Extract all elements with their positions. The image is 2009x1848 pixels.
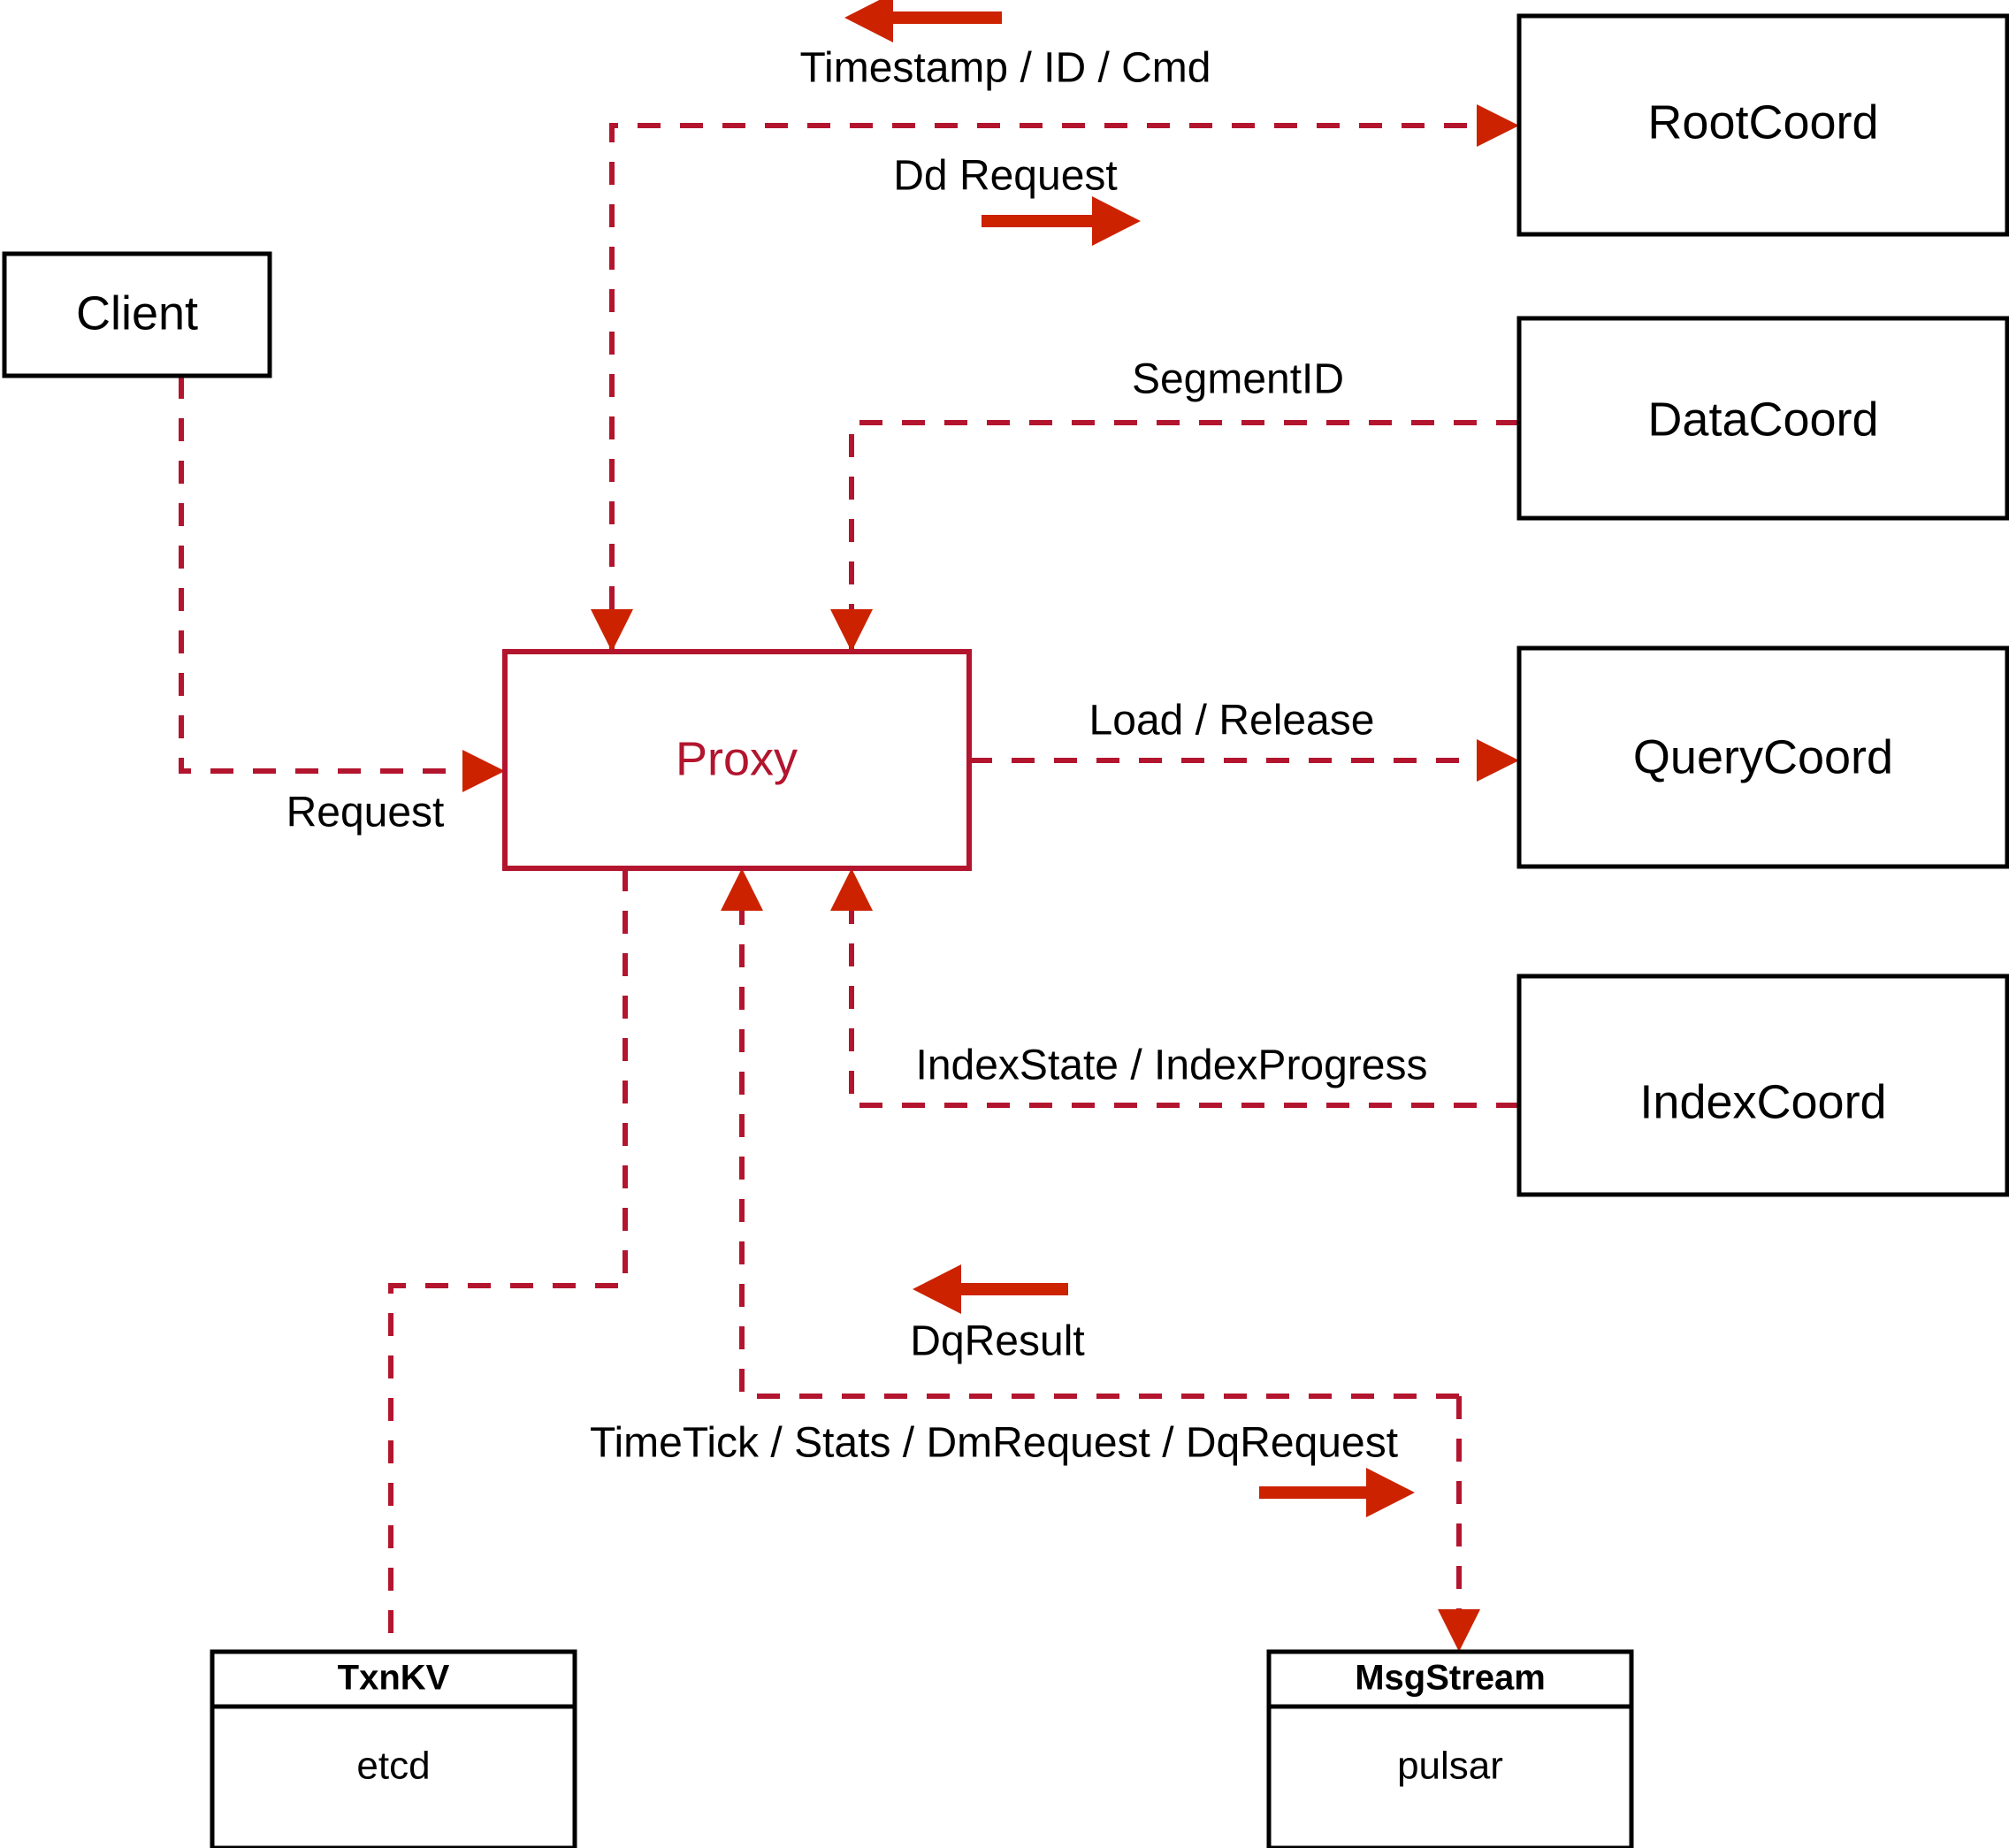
txnkv-impl-label: etcd bbox=[356, 1745, 430, 1788]
arrowhead-client-to-proxy bbox=[462, 750, 505, 792]
txnkv-title: TxnKV bbox=[338, 1659, 450, 1698]
edge-label-index-state: IndexState / IndexProgress bbox=[916, 1042, 1428, 1089]
direction-arrow-group bbox=[844, 0, 1415, 1517]
timestamp-direction-arrow-head bbox=[844, 0, 893, 42]
edge-client-to-proxy bbox=[179, 376, 476, 774]
node-client[interactable]: Client bbox=[2, 251, 272, 378]
datacoord-label: DataCoord bbox=[1647, 393, 1878, 446]
edge-label-timestamp-id-cmd: Timestamp / ID / Cmd bbox=[800, 45, 1211, 92]
datacoord-box[interactable] bbox=[1516, 316, 2009, 521]
indexcoord-box[interactable] bbox=[1516, 974, 2009, 1197]
arrowhead-rootcoord-to-proxy bbox=[591, 609, 633, 652]
arrowhead-proxy-to-rootcoord bbox=[1477, 104, 1519, 147]
proxy-label: Proxy bbox=[676, 732, 798, 785]
edge-proxy-to-rootcoord bbox=[609, 123, 1490, 652]
indexcoord-label: IndexCoord bbox=[1639, 1075, 1886, 1128]
msgstream-impl-label: pulsar bbox=[1397, 1745, 1503, 1788]
node-msgstream[interactable]: MsgStream pulsar bbox=[1266, 1649, 1634, 1848]
edge-label-dq-result: DqResult bbox=[910, 1318, 1084, 1365]
dd-request-direction-arrow-head bbox=[1092, 196, 1141, 246]
edge-label-request: Request bbox=[286, 790, 445, 836]
node-proxy[interactable]: Proxy bbox=[502, 649, 972, 871]
msgstream-title: MsgStream bbox=[1355, 1659, 1546, 1698]
edge-proxy-to-txnkv bbox=[388, 868, 628, 1652]
client-label: Client bbox=[76, 286, 198, 340]
dqresult-direction-arrow-head bbox=[913, 1264, 961, 1314]
node-datacoord[interactable]: DataCoord bbox=[1516, 316, 2009, 521]
arrowhead-indexcoord-to-proxy bbox=[830, 868, 873, 911]
edge-datacoord-to-proxy bbox=[849, 420, 1519, 652]
txnkv-box[interactable] bbox=[210, 1649, 577, 1848]
proxy-box[interactable] bbox=[502, 649, 972, 871]
edge-label-load-release: Load / Release bbox=[1089, 698, 1375, 745]
edge-group bbox=[179, 104, 1519, 1652]
client-box[interactable] bbox=[2, 251, 272, 378]
arrowhead-proxy-to-querycoord bbox=[1477, 739, 1519, 782]
edge-label-group: Timestamp / ID / Cmd Dd Request SegmentI… bbox=[286, 45, 1428, 1467]
querycoord-label: QueryCoord bbox=[1633, 730, 1893, 783]
rootcoord-label: RootCoord bbox=[1647, 95, 1878, 149]
rootcoord-box[interactable] bbox=[1516, 13, 2009, 237]
dqrequest-direction-arrow-head bbox=[1366, 1468, 1415, 1517]
arrowhead-msgstream-to-proxy bbox=[721, 868, 763, 911]
arrowhead-proxy-to-msgstream bbox=[1438, 1609, 1480, 1652]
node-txnkv[interactable]: TxnKV etcd bbox=[210, 1649, 577, 1848]
arrowhead-datacoord-to-proxy bbox=[830, 609, 873, 652]
node-rootcoord[interactable]: RootCoord bbox=[1516, 13, 2009, 237]
edge-label-timetick-stats: TimeTick / Stats / DmRequest / DqRequest bbox=[590, 1420, 1398, 1467]
edge-label-segmentid: SegmentID bbox=[1132, 356, 1344, 403]
edge-msgstream-to-proxy bbox=[739, 897, 1459, 1399]
querycoord-box[interactable] bbox=[1516, 645, 2009, 869]
msgstream-box[interactable] bbox=[1266, 1649, 1634, 1848]
node-querycoord[interactable]: QueryCoord bbox=[1516, 645, 2009, 869]
edge-indexcoord-to-proxy bbox=[849, 897, 1519, 1108]
edge-label-dd-request: Dd Request bbox=[893, 153, 1117, 200]
node-indexcoord[interactable]: IndexCoord bbox=[1516, 974, 2009, 1197]
